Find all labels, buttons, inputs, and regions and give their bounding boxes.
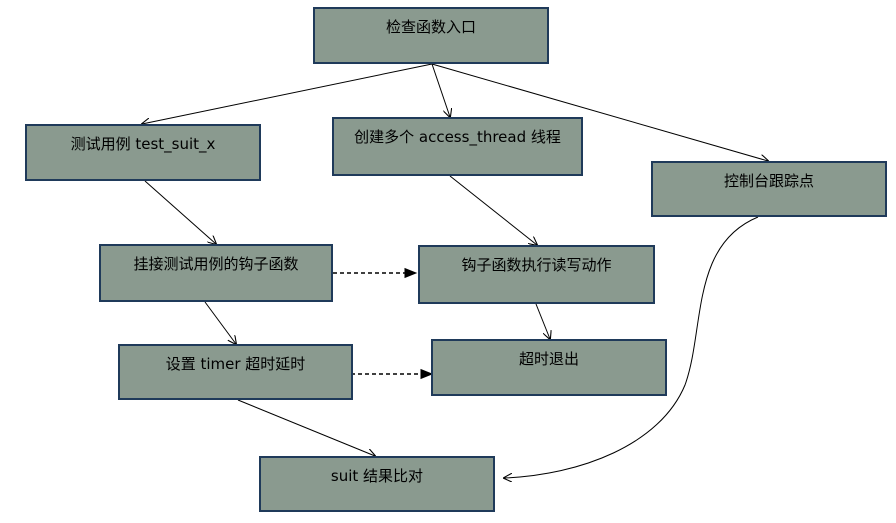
node-create-threads: 创建多个 access_thread 线程	[332, 117, 583, 176]
node-label: 检查函数入口	[385, 18, 476, 36]
node-label: 钩子函数执行读写动作	[461, 256, 612, 274]
edge-hookexec-timeout	[535, 303, 550, 339]
node-test-case: 测试用例 test_suit_x	[25, 124, 261, 181]
edge-trace-compare-curve	[504, 216, 759, 478]
node-timeout-exit: 超时退出	[431, 339, 667, 396]
edge-hook-timer	[204, 301, 236, 344]
node-label: 测试用例 test_suit_x	[70, 135, 216, 153]
node-label: suit 结果比对	[330, 467, 424, 485]
node-label: 超时退出	[518, 350, 579, 368]
edge-entry-threads	[431, 63, 450, 117]
node-hook-exec: 钩子函数执行读写动作	[418, 245, 655, 304]
node-label: 控制台跟踪点	[723, 172, 814, 190]
node-label: 设置 timer 超时延时	[165, 355, 306, 373]
node-suit-compare: suit 结果比对	[259, 456, 495, 512]
node-attach-hook: 挂接测试用例的钩子函数	[99, 244, 333, 302]
edge-entry-trace	[431, 63, 768, 161]
edge-testcase-hook	[144, 180, 216, 244]
node-console-trace: 控制台跟踪点	[651, 161, 887, 217]
edge-threads-hookexec	[449, 175, 537, 245]
node-set-timer: 设置 timer 超时延时	[118, 344, 353, 400]
edge-entry-testcase	[142, 63, 433, 124]
node-function-entry: 检查函数入口	[313, 7, 549, 64]
node-label: 创建多个 access_thread 线程	[354, 128, 561, 146]
node-label: 挂接测试用例的钩子函数	[133, 255, 299, 273]
edge-timer-compare	[237, 399, 375, 456]
